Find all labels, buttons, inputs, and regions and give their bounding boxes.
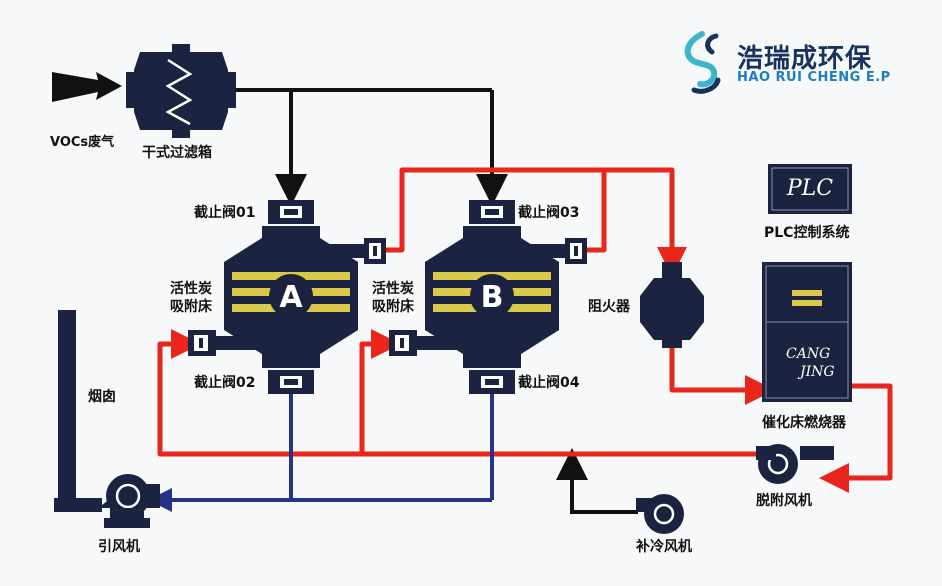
valve-04-label: 截止阀04: [518, 375, 580, 391]
flame-arrester: [640, 262, 704, 348]
brand-name-en: HAO RUI CHENG E.P: [737, 70, 891, 85]
catalytic-bed-text-line1: CANG: [786, 346, 831, 362]
desorption-fan-unit: [756, 444, 834, 484]
bed-a-label-line2: 吸附床: [170, 299, 212, 315]
bed-b-label-line2: 吸附床: [372, 299, 414, 315]
vocs-gas-label: VOCs废气: [50, 135, 115, 150]
vessel-a-letter: A: [279, 280, 303, 315]
raw-gas-pipes: [236, 88, 638, 514]
induced-fan: [98, 474, 160, 528]
valve-03-label: 截止阀03: [518, 205, 580, 221]
plc-system-label: PLC控制系统: [764, 225, 850, 241]
adsorption-bed-a: [188, 200, 386, 394]
induced-fan-label: 引风机: [98, 539, 140, 555]
clean-gas-pipes: [148, 392, 494, 512]
cooling-fan-unit: [636, 494, 684, 534]
brand-name-cn: 浩瑞成环保: [737, 44, 873, 74]
cooling-fan-label: 补冷风机: [636, 539, 692, 555]
plc-badge-text: PLC: [786, 176, 834, 201]
catalytic-burner-label: 催化床燃烧器: [762, 415, 846, 431]
chimney-label: 烟囱: [88, 389, 116, 405]
brand-logo-icon: [684, 31, 721, 94]
desorption-fan-label: 脱附风机: [756, 493, 812, 509]
valve-01-label: 截止阀01: [194, 205, 256, 221]
valve-02-label: 截止阀02: [194, 375, 256, 391]
chimney: [54, 310, 102, 512]
bed-b-label-line1: 活性炭: [372, 281, 414, 297]
vessel-b-letter: B: [480, 280, 504, 315]
dry-filter-label: 干式过滤箱: [142, 145, 212, 161]
bed-a-label-line1: 活性炭: [170, 281, 212, 297]
catalytic-bed-text-line2: JING: [800, 364, 835, 380]
inlet-arrow-icon: [52, 72, 122, 102]
catalytic-burner: [762, 262, 852, 402]
desorption-pipes: [157, 167, 893, 493]
flame-arrester-label: 阻火器: [588, 299, 630, 315]
adsorption-bed-b: [389, 200, 587, 394]
plc-controller: [768, 164, 852, 214]
dry-filter-box: [126, 44, 236, 138]
